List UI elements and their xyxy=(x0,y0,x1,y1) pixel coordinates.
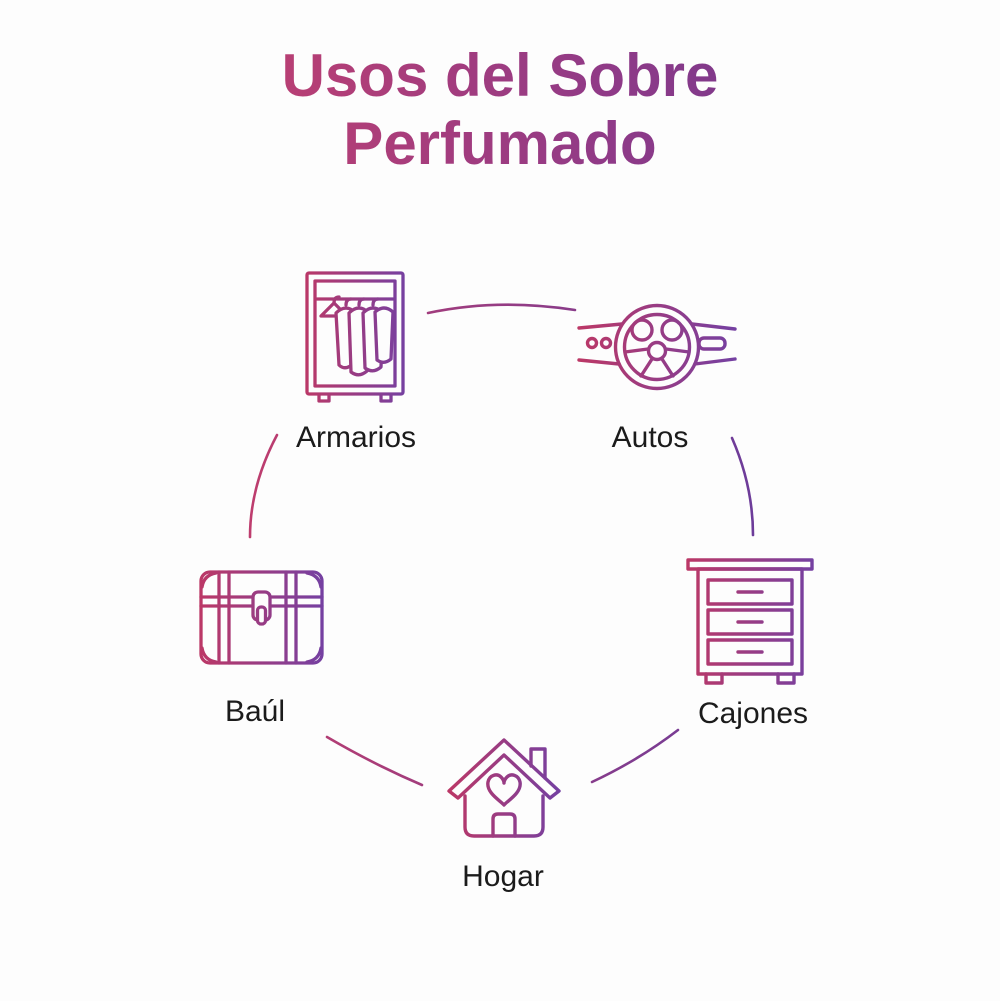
item-label-armarios: Armarios xyxy=(295,421,417,454)
arc-armarios-autos xyxy=(426,303,577,315)
arc-hogar-baul xyxy=(325,735,424,787)
arc-autos-cajones xyxy=(730,436,755,537)
house-heart-icon xyxy=(447,738,561,838)
arc-baul-armarios xyxy=(248,433,279,539)
arc-cajones-hogar xyxy=(590,728,680,784)
item-label-autos: Autos xyxy=(611,421,689,454)
item-label-hogar: Hogar xyxy=(462,860,544,893)
item-label-baul: Baúl xyxy=(224,695,286,728)
item-label-cajones: Cajones xyxy=(697,697,809,730)
trunk-icon xyxy=(199,570,324,665)
wardrobe-icon xyxy=(305,271,405,403)
drawers-icon xyxy=(686,558,814,685)
steering-wheel-icon xyxy=(577,303,737,391)
